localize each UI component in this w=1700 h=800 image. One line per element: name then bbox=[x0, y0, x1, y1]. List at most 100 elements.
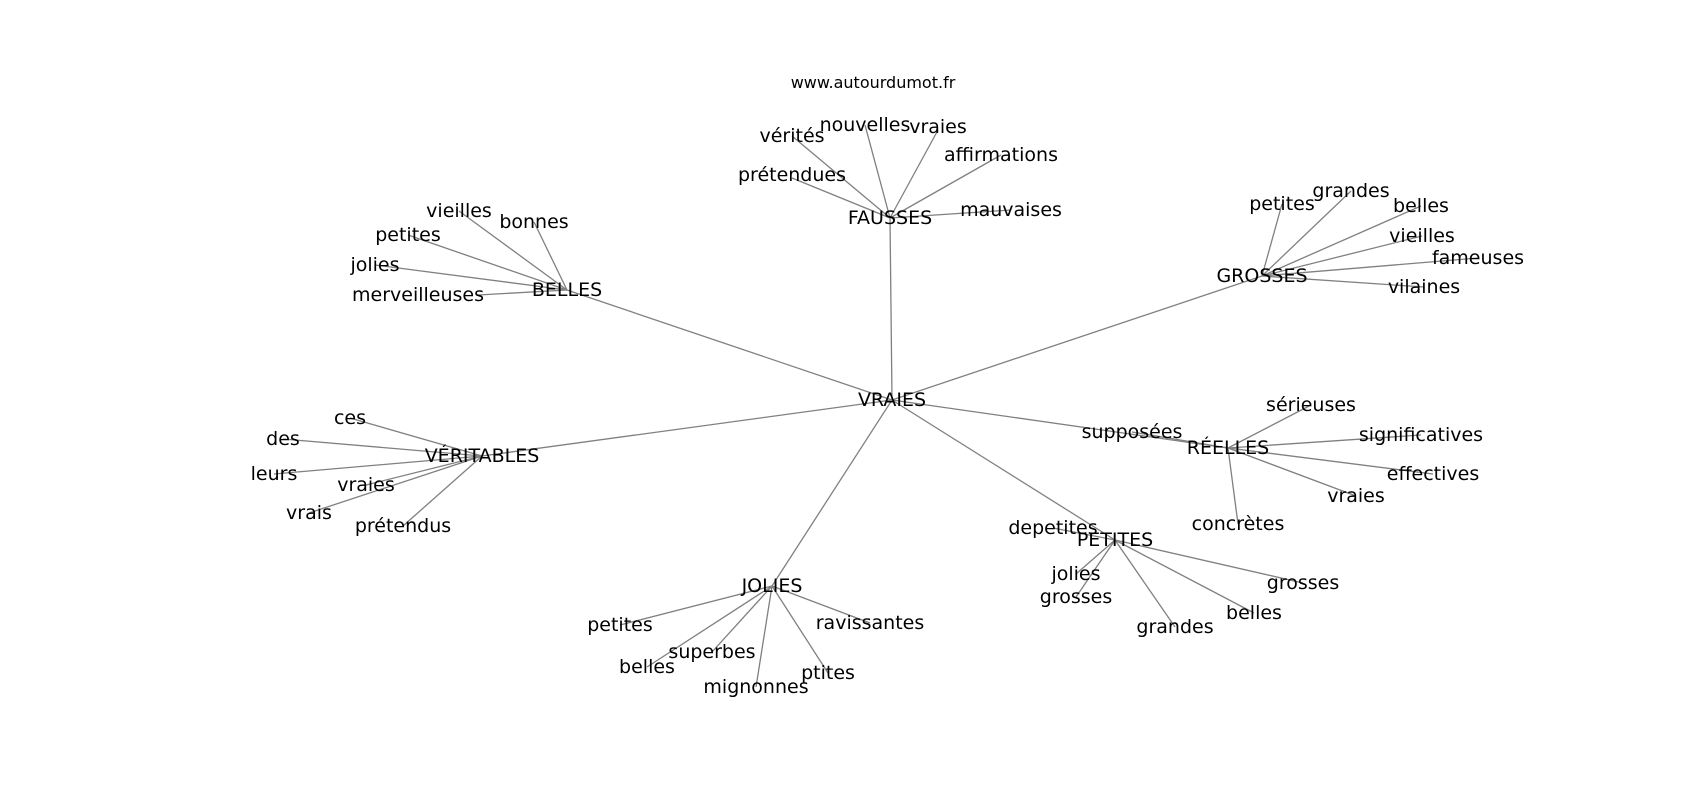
edge-belles-0 bbox=[458, 210, 568, 291]
edge-grosses-4 bbox=[1261, 257, 1479, 277]
hub-word-veritables[interactable]: VÉRITABLES bbox=[425, 444, 540, 467]
edge-petites-2 bbox=[1075, 539, 1116, 598]
leaf-word-reelles-1[interactable]: sérieuses bbox=[1266, 394, 1356, 416]
edge-belles-2 bbox=[407, 234, 568, 291]
edge-petites-3 bbox=[1114, 539, 1176, 628]
edge-belles-3 bbox=[374, 264, 568, 291]
edge-petites-0 bbox=[1052, 527, 1116, 541]
edge-reelles-4 bbox=[1227, 447, 1357, 497]
edge-petites-1 bbox=[1075, 539, 1116, 575]
edge-jolies-0 bbox=[619, 585, 773, 626]
leaf-word-veritables-2[interactable]: leurs bbox=[251, 463, 298, 485]
edge-fausses-1 bbox=[864, 124, 891, 219]
leaf-word-reelles-2[interactable]: significatives bbox=[1359, 424, 1483, 446]
edge-center-reelles bbox=[891, 399, 1229, 449]
edge-belles-4 bbox=[477, 289, 568, 296]
leaf-word-grosses-3[interactable]: vieilles bbox=[1389, 225, 1455, 247]
edge-center-grosses bbox=[891, 275, 1263, 401]
leaf-word-belles-4[interactable]: merveilleuses bbox=[352, 284, 484, 306]
edge-grosses-0 bbox=[1261, 203, 1283, 277]
hub-word-reelles[interactable]: RÉELLES bbox=[1187, 436, 1269, 459]
leaf-word-veritables-3[interactable]: vraies bbox=[337, 474, 395, 496]
leaf-word-petites-1[interactable]: jolies bbox=[1050, 563, 1100, 585]
edge-petites-5 bbox=[1114, 539, 1304, 584]
leaf-word-grosses-0[interactable]: petites bbox=[1249, 193, 1315, 215]
leaf-word-reelles-0[interactable]: supposées bbox=[1082, 421, 1183, 443]
leaf-word-grosses-5[interactable]: vilaines bbox=[1388, 276, 1460, 298]
edge-center-veritables bbox=[481, 399, 893, 457]
edge-reelles-2 bbox=[1227, 434, 1422, 449]
edge-veritables-5 bbox=[402, 455, 483, 527]
center-word[interactable]: VRAIES bbox=[858, 389, 926, 411]
leaf-word-fausses-1[interactable]: nouvelles bbox=[820, 114, 911, 136]
leaf-word-fausses-4[interactable]: prétendues bbox=[738, 164, 846, 186]
leaf-word-petites-3[interactable]: grandes bbox=[1136, 616, 1213, 638]
edge-grosses-1 bbox=[1261, 190, 1352, 277]
edge-fausses-4 bbox=[791, 177, 891, 219]
leaf-word-jolies-3[interactable]: belles bbox=[619, 656, 675, 678]
hub-word-jolies[interactable]: JOLIES bbox=[741, 575, 803, 597]
leaf-word-belles-0[interactable]: vieilles bbox=[426, 200, 492, 222]
edge-fausses-5 bbox=[889, 209, 1012, 219]
edge-jolies-3 bbox=[646, 585, 773, 668]
leaf-word-petites-4[interactable]: belles bbox=[1226, 602, 1282, 624]
edge-veritables-3 bbox=[365, 455, 483, 486]
leaf-word-grosses-1[interactable]: grandes bbox=[1312, 180, 1389, 202]
leaf-word-veritables-4[interactable]: vrais bbox=[286, 502, 332, 524]
leaf-word-belles-1[interactable]: bonnes bbox=[499, 211, 568, 233]
leaf-word-fausses-5[interactable]: mauvaises bbox=[960, 199, 1062, 221]
labels-layer: véritésnouvellesvraiesaffirmationspréten… bbox=[251, 114, 1524, 698]
edge-jolies-2 bbox=[711, 585, 773, 653]
edge-grosses-5 bbox=[1261, 275, 1425, 288]
leaf-word-fausses-3[interactable]: affirmations bbox=[944, 144, 1058, 166]
leaf-word-veritables-0[interactable]: ces bbox=[334, 407, 366, 429]
edge-petites-4 bbox=[1114, 539, 1255, 614]
hub-word-belles[interactable]: BELLES bbox=[532, 279, 602, 301]
edge-center-jolies bbox=[771, 399, 893, 587]
leaf-word-veritables-1[interactable]: des bbox=[266, 428, 300, 450]
edge-reelles-0 bbox=[1131, 431, 1229, 449]
edge-grosses-3 bbox=[1261, 235, 1423, 277]
leaf-word-jolies-4[interactable]: mignonnes bbox=[703, 676, 808, 698]
edge-jolies-1 bbox=[771, 585, 871, 624]
leaf-word-petites-5[interactable]: grosses bbox=[1267, 572, 1339, 594]
edge-belles-1 bbox=[533, 221, 568, 291]
edge-jolies-5 bbox=[771, 585, 829, 674]
leaf-word-belles-3[interactable]: jolies bbox=[349, 254, 399, 276]
leaf-word-petites-0[interactable]: depetites bbox=[1008, 517, 1097, 539]
hub-word-grosses[interactable]: GROSSES bbox=[1216, 265, 1307, 287]
leaf-word-jolies-5[interactable]: ptites bbox=[801, 662, 855, 684]
edge-reelles-1 bbox=[1227, 404, 1312, 449]
leaf-word-reelles-4[interactable]: vraies bbox=[1327, 485, 1385, 507]
leaf-word-jolies-2[interactable]: superbes bbox=[668, 641, 755, 663]
leaf-word-jolies-0[interactable]: petites bbox=[587, 614, 653, 636]
hub-word-petites[interactable]: PETITES bbox=[1077, 529, 1153, 551]
edges-layer bbox=[273, 124, 1479, 688]
edge-center-fausses bbox=[889, 217, 893, 401]
edge-center-belles bbox=[566, 289, 893, 401]
leaf-word-jolies-1[interactable]: ravissantes bbox=[816, 612, 925, 634]
site-url: www.autourdumot.fr bbox=[791, 73, 956, 92]
leaf-word-reelles-3[interactable]: effectives bbox=[1387, 463, 1479, 485]
leaf-word-grosses-4[interactable]: fameuses bbox=[1432, 247, 1524, 269]
leaf-word-reelles-5[interactable]: concrètes bbox=[1192, 513, 1285, 535]
edge-fausses-0 bbox=[791, 135, 891, 219]
edge-reelles-5 bbox=[1227, 447, 1239, 525]
edge-fausses-2 bbox=[889, 129, 939, 219]
hub-word-fausses[interactable]: FAUSSES bbox=[848, 207, 932, 229]
edge-reelles-3 bbox=[1227, 447, 1434, 475]
leaf-word-fausses-0[interactable]: vérités bbox=[759, 125, 824, 147]
edge-grosses-2 bbox=[1261, 205, 1422, 277]
leaf-word-petites-2[interactable]: grosses bbox=[1040, 586, 1112, 608]
leaf-word-belles-2[interactable]: petites bbox=[375, 224, 441, 246]
leaf-word-veritables-5[interactable]: prétendus bbox=[355, 515, 451, 537]
leaf-word-grosses-2[interactable]: belles bbox=[1393, 195, 1449, 217]
edge-veritables-1 bbox=[282, 438, 483, 457]
edge-jolies-4 bbox=[755, 585, 773, 688]
edge-center-petites bbox=[891, 399, 1116, 541]
edge-fausses-3 bbox=[889, 154, 1002, 219]
leaf-word-fausses-2[interactable]: vraies bbox=[909, 116, 967, 138]
edge-veritables-4 bbox=[308, 455, 483, 514]
edge-veritables-0 bbox=[349, 417, 483, 457]
